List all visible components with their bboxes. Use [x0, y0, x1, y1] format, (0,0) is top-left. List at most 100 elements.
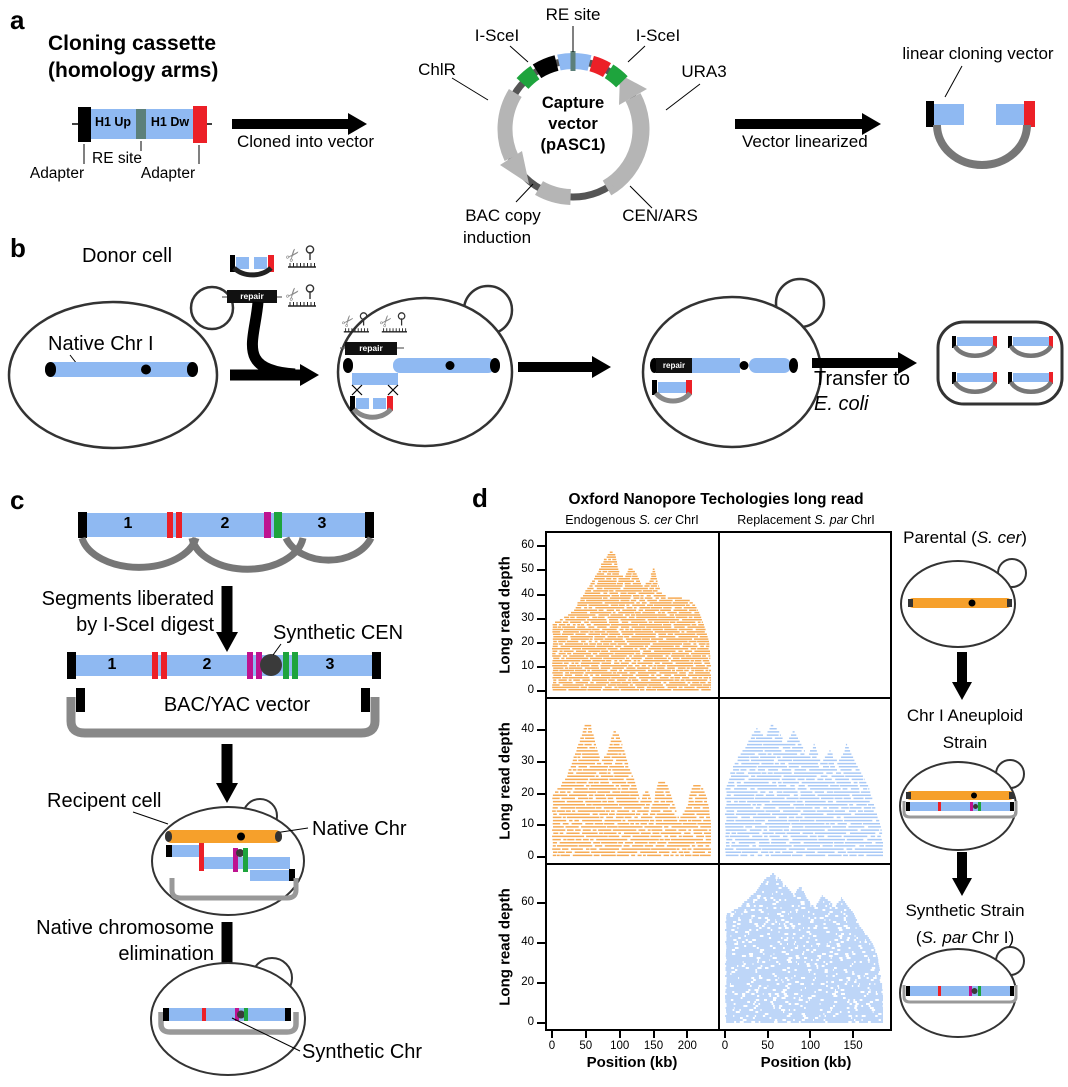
y-tick-label: 0: [527, 850, 534, 862]
recipient-cell-label: Recipent cell: [47, 790, 162, 812]
y-tick-mark: [537, 593, 545, 596]
x-tick-mark: [686, 1031, 689, 1038]
x-tick-mark: [766, 1031, 769, 1038]
chlr-label: ChlR: [418, 60, 456, 79]
x-tick-mark: [652, 1031, 655, 1038]
cloning-cassette-diagram: [72, 106, 212, 164]
synthetic-chr-label: Synthetic Chr: [302, 1041, 423, 1063]
synthetic-cen-label: Synthetic CEN: [273, 622, 404, 644]
bac-yac-vector-label: BAC/YAC vector: [163, 694, 311, 716]
adapter-right-label: Adapter: [140, 165, 196, 182]
vector-re-site-label: RE site: [545, 5, 601, 24]
repair-label: repair: [662, 361, 686, 370]
x-tick-mark: [852, 1031, 855, 1038]
capture-vector-diagram: [451, 26, 701, 209]
arrow-into-donor: [230, 301, 319, 386]
x-axis-title-right: Position (kb): [760, 1054, 852, 1071]
arrow-liberate: [216, 586, 238, 652]
y-tick-mark: [537, 665, 545, 668]
x-tick-mark: [584, 1031, 587, 1038]
y-axis-title-row1: Long read depth: [496, 556, 514, 674]
native-chr-i-label: Native Chr I: [48, 333, 154, 355]
segment-1-label: 1: [107, 656, 117, 673]
aneuploid-strain-label2: Strain: [942, 733, 988, 752]
y-tick-mark: [537, 942, 545, 944]
x-tick-label: 0: [548, 1040, 556, 1052]
parental-species: S. cer: [976, 528, 1022, 547]
col-header-prefix: Replacement: [737, 513, 815, 527]
repair-label: repair: [240, 290, 264, 301]
y-tick-mark: [537, 569, 545, 572]
native-chr-i-graphic: [45, 362, 198, 377]
captured-plasmid: [1008, 336, 1054, 358]
col-header-suffix: ChrI: [847, 513, 875, 527]
native-chr-orange: [165, 830, 282, 843]
captured-plasmid: [952, 336, 998, 358]
ura3-label: URA3: [681, 62, 727, 81]
cassette-title-line2: (homology arms): [48, 59, 219, 82]
y-tick-mark: [537, 641, 545, 644]
cas9-scissors-icon: ✂: [281, 244, 316, 268]
vector-cassette-arc: [516, 51, 628, 90]
synthetic-species: S. par: [921, 928, 967, 947]
y-tick-mark: [537, 545, 545, 548]
y-tick-label: 40: [521, 936, 534, 948]
x-tick-mark: [551, 1031, 553, 1038]
segment-1-label: 1: [123, 515, 133, 532]
y-tick-label: 60: [521, 539, 534, 552]
arrow-d2: [952, 852, 972, 896]
aneuploid-strain-label1: Chr I Aneuploid: [906, 706, 1024, 725]
bac-yac-bracket: [66, 688, 380, 738]
transfer-label-line2: E. coli: [814, 393, 869, 415]
x-tick-label: 150: [643, 1040, 664, 1052]
panel-label-d: d: [472, 483, 488, 513]
y-tick-mark: [537, 856, 545, 858]
segment-2-label: 2: [202, 656, 212, 673]
synthetic-strain-cell-d: [899, 946, 1025, 1038]
iscei-right-label: I-SceI: [635, 26, 681, 45]
recipient-cell: [151, 798, 309, 916]
parental-prefix: Parental (: [903, 528, 977, 547]
y-tick-mark: [537, 729, 545, 732]
pileup-replacement-aneuploid: [718, 697, 892, 865]
species-s-cer: S. cer: [638, 513, 672, 527]
y-tick-label: 40: [521, 587, 534, 600]
pileup-replacement-parental: [718, 531, 892, 699]
e-coli-cell: [936, 320, 1064, 406]
x-tick-mark: [724, 1031, 726, 1038]
y-tick-label: 10: [521, 659, 534, 672]
synthetic-strain-cell: [150, 957, 306, 1076]
synthetic-strain-label1: Synthetic Strain: [905, 901, 1025, 920]
x-axis-title-left: Position (kb): [586, 1054, 678, 1071]
y-tick-label: 20: [521, 786, 534, 799]
pileup-endogenous-synthetic: [545, 863, 720, 1031]
h1-up-label: H1 Up: [94, 115, 132, 129]
capture-vector-name3: (pASC1): [540, 136, 606, 154]
read-lines: [725, 724, 883, 857]
liberated-label-line1: Segments liberated: [41, 588, 214, 610]
y-tick-mark: [537, 902, 545, 904]
liberated-label-line2: by I-SceI digest: [76, 614, 214, 636]
arrow-d1: [952, 652, 972, 700]
y-tick-mark: [537, 982, 545, 984]
read-lines: [552, 551, 711, 691]
native-chr-label: Native Chr: [312, 818, 407, 840]
segment-2-label: 2: [220, 515, 230, 532]
y-tick-mark: [537, 617, 545, 620]
read-lines: [552, 724, 711, 857]
read-lines: [725, 873, 883, 1023]
panel-label-a: a: [10, 5, 25, 35]
capture-vector-name1: Capture: [541, 94, 605, 112]
h1-dw-label: H1 Dw: [150, 115, 190, 129]
bac-copy-label2: induction: [462, 228, 532, 247]
y-tick-label: 10: [521, 818, 534, 831]
y-tick-label: 40: [521, 723, 534, 736]
parental-cell: [900, 558, 1027, 648]
y-tick-label: 30: [521, 755, 534, 767]
vector-gray-arrows: [497, 74, 650, 205]
arrow-transfer: [812, 352, 917, 374]
x-tick-mark: [618, 1031, 621, 1038]
donor-cell-label: Donor cell: [81, 245, 173, 267]
aneuploid-cell: [899, 759, 1025, 851]
